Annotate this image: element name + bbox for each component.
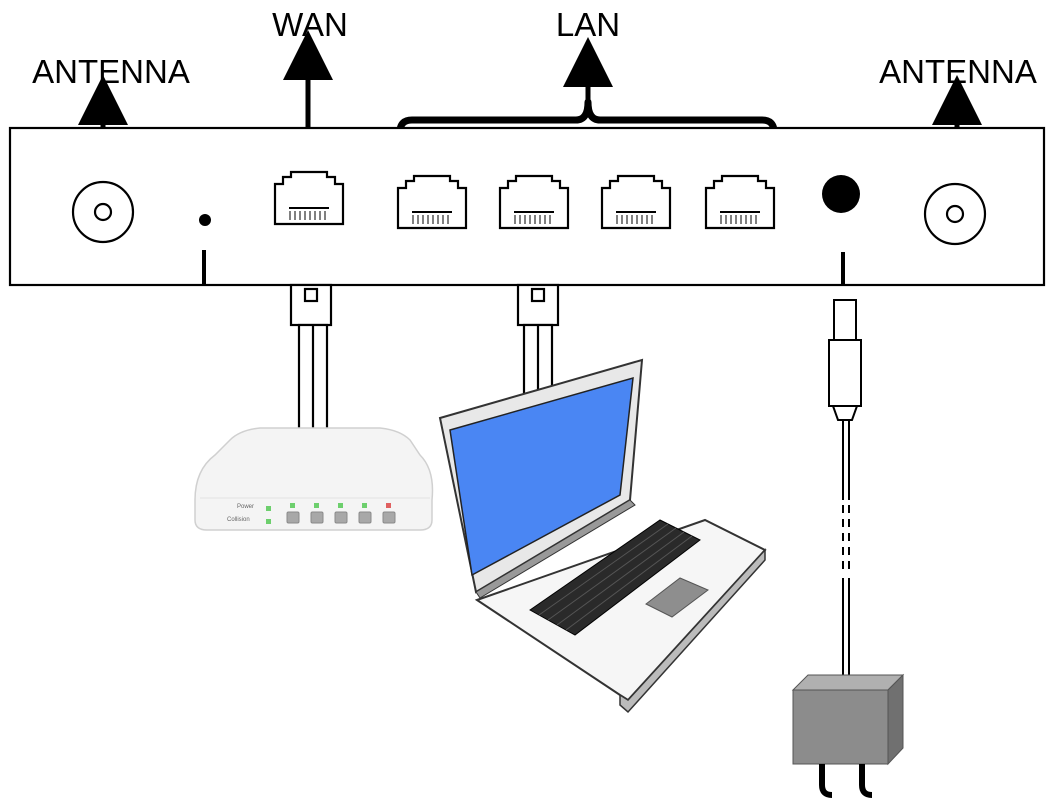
wan-cable-icon [289,283,333,432]
port-led-icon [314,503,319,508]
antenna-right-label: ANTENNA [879,53,1037,90]
lan-port-2-icon [498,174,570,230]
power-cable-icon [828,299,862,680]
power-adapter-icon [791,673,905,798]
lan-port-4-icon [704,174,776,230]
wan-port-icon [273,170,345,226]
power-jack-icon [822,175,860,213]
keyboard-row-line [556,531,685,626]
laptop-icon [438,358,767,714]
switch-leds [266,503,391,524]
antenna-left-label: ANTENNA [32,53,190,90]
keyboard-row-line [547,527,677,621]
switch-collision-label: Collision [227,517,250,523]
keyboard-row-line [538,523,669,616]
network-switch-icon: Power Collision [194,427,434,531]
lan-label: LAN [556,6,620,43]
laptop-screen [449,376,634,577]
lan-cable-icon [516,283,560,397]
keyboard-row-line [565,535,693,631]
switch-port-icon [358,511,372,524]
lan-port-1-icon [396,174,468,230]
antenna-connector-right-icon [923,182,987,246]
port-led-icon [362,503,367,508]
power-led-icon [266,506,271,511]
collision-led-icon [266,519,271,524]
switch-port-icon [310,511,324,524]
switch-port-icon [334,511,348,524]
switch-power-label: Power [237,504,254,510]
port-led-icon [338,503,343,508]
switch-port-icon [382,511,396,524]
lan-port-3-icon [600,174,672,230]
port-led-icon [386,503,391,508]
antenna-connector-left-icon [71,180,135,244]
wan-label: WAN [272,6,348,43]
reset-button-icon [199,214,211,226]
switch-port-icon [286,511,300,524]
switch-ports [286,511,396,524]
port-led-icon [290,503,295,508]
